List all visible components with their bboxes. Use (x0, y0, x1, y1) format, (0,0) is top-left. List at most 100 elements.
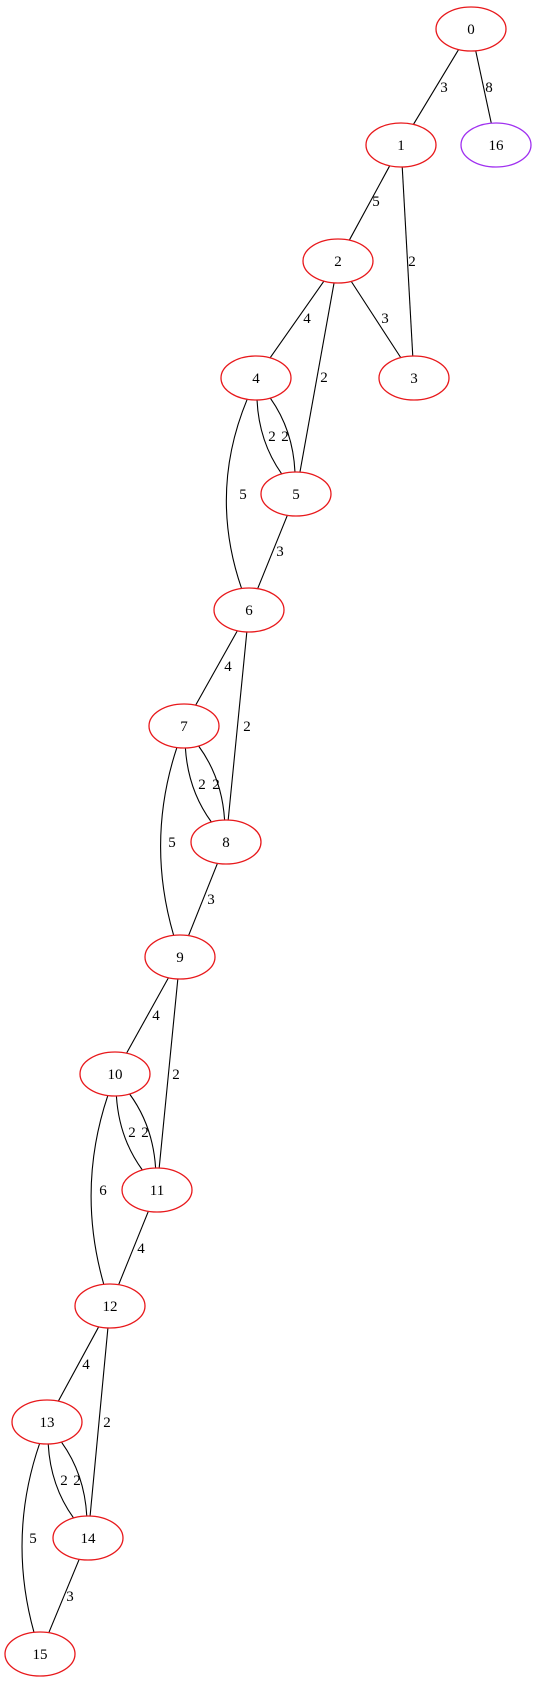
edge-7-8: 2 (198, 745, 226, 821)
node-label: 7 (180, 719, 188, 735)
edge-weight-label: 2 (141, 1125, 149, 1141)
node-label: 16 (489, 138, 505, 154)
edge-weight-label: 3 (381, 311, 389, 327)
edge-4-5: 2 (256, 399, 289, 475)
edge-line (195, 630, 238, 706)
edge-line (257, 515, 288, 589)
edge-weight-label: 3 (276, 544, 284, 560)
edge-weight-label: 2 (60, 1473, 68, 1489)
edge-12-13: 4 (57, 1326, 100, 1402)
edge-weight-label: 2 (408, 254, 416, 270)
node-15: 15 (4, 1631, 76, 1677)
node-16: 16 (460, 122, 532, 168)
edge-weight-label: 2 (73, 1473, 81, 1489)
node-label: 6 (245, 603, 253, 619)
edge-line (475, 50, 492, 124)
edge-line (47, 1443, 75, 1519)
edge-4-6: 5 (225, 399, 248, 589)
edge-12-14: 2 (89, 1327, 111, 1517)
edge-8-9: 3 (188, 863, 218, 936)
node-ellipse (220, 355, 292, 401)
edge-weight-label: 4 (137, 1241, 145, 1257)
edge-7-9: 5 (160, 747, 178, 936)
node-ellipse (74, 1283, 146, 1329)
node-9: 9 (144, 934, 216, 980)
node-label: 1 (397, 138, 405, 154)
edge-4-5: 2 (268, 397, 296, 473)
node-12: 12 (74, 1283, 146, 1329)
edge-weight-label: 5 (239, 487, 247, 503)
node-ellipse (260, 471, 332, 517)
edge-weight-label: 3 (440, 80, 448, 96)
edge-1-2: 5 (348, 165, 391, 241)
node-ellipse (435, 6, 507, 52)
edge-line (256, 399, 283, 475)
edge-weight-label: 2 (320, 370, 328, 386)
node-8: 8 (190, 819, 262, 865)
edge-2-5: 2 (299, 282, 335, 473)
node-ellipse (144, 934, 216, 980)
node-2: 2 (302, 238, 374, 284)
edge-weight-label: 2 (128, 1125, 136, 1141)
edge-line (198, 745, 226, 821)
node-6: 6 (213, 587, 285, 633)
edge-weight-label: 2 (172, 1067, 180, 1083)
edge-13-15: 5 (21, 1443, 41, 1633)
edge-0-16: 8 (475, 50, 493, 124)
node-label: 9 (176, 950, 184, 966)
edge-line (401, 166, 414, 357)
edge-14-15: 3 (48, 1559, 80, 1633)
node-label: 15 (33, 1647, 48, 1663)
edge-1-3: 2 (401, 166, 416, 357)
edge-5-6: 3 (257, 515, 288, 589)
edge-6-7: 4 (195, 630, 238, 706)
node-ellipse (79, 1051, 151, 1097)
node-ellipse (4, 1631, 76, 1677)
edge-line (412, 49, 460, 125)
node-label: 2 (334, 254, 342, 270)
edge-weight-label: 5 (372, 194, 380, 210)
edge-9-11: 2 (158, 978, 180, 1169)
node-ellipse (365, 122, 437, 168)
edge-line (118, 1211, 149, 1285)
edge-10-12: 6 (90, 1095, 109, 1285)
node-ellipse (460, 122, 532, 168)
node-ellipse (378, 355, 450, 401)
node-5: 5 (260, 471, 332, 517)
edge-7-8: 2 (184, 747, 220, 823)
node-label: 11 (150, 1183, 164, 1199)
edge-weight-label: 3 (66, 1589, 74, 1605)
edge-line (227, 631, 248, 821)
edge-2-4: 4 (269, 280, 325, 359)
edge-line (126, 977, 169, 1054)
node-label: 5 (292, 487, 300, 503)
edge-line (350, 281, 402, 358)
node-label: 14 (81, 1531, 97, 1547)
edge-line (158, 978, 179, 1169)
edge-11-12: 4 (118, 1211, 149, 1285)
edge-line (269, 280, 325, 359)
edge-weight-label: 4 (152, 1008, 160, 1024)
node-ellipse (52, 1515, 124, 1561)
edge-line (184, 747, 212, 823)
edge-weight-label: 2 (281, 429, 289, 445)
node-label: 0 (467, 22, 475, 38)
edge-10-11: 2 (128, 1093, 157, 1169)
node-label: 13 (40, 1415, 55, 1431)
edge-13-14: 2 (47, 1443, 81, 1519)
edge-line (188, 863, 218, 936)
edge-line (48, 1559, 80, 1633)
edge-line (115, 1095, 143, 1171)
edge-line (299, 282, 335, 473)
node-label: 4 (252, 371, 260, 387)
node-1: 1 (365, 122, 437, 168)
edge-weight-label: 5 (168, 835, 176, 851)
edge-weight-label: 3 (207, 892, 215, 908)
node-ellipse (11, 1399, 83, 1445)
edge-line (225, 399, 248, 589)
node-ellipse (148, 703, 220, 749)
edge-line (89, 1327, 109, 1517)
